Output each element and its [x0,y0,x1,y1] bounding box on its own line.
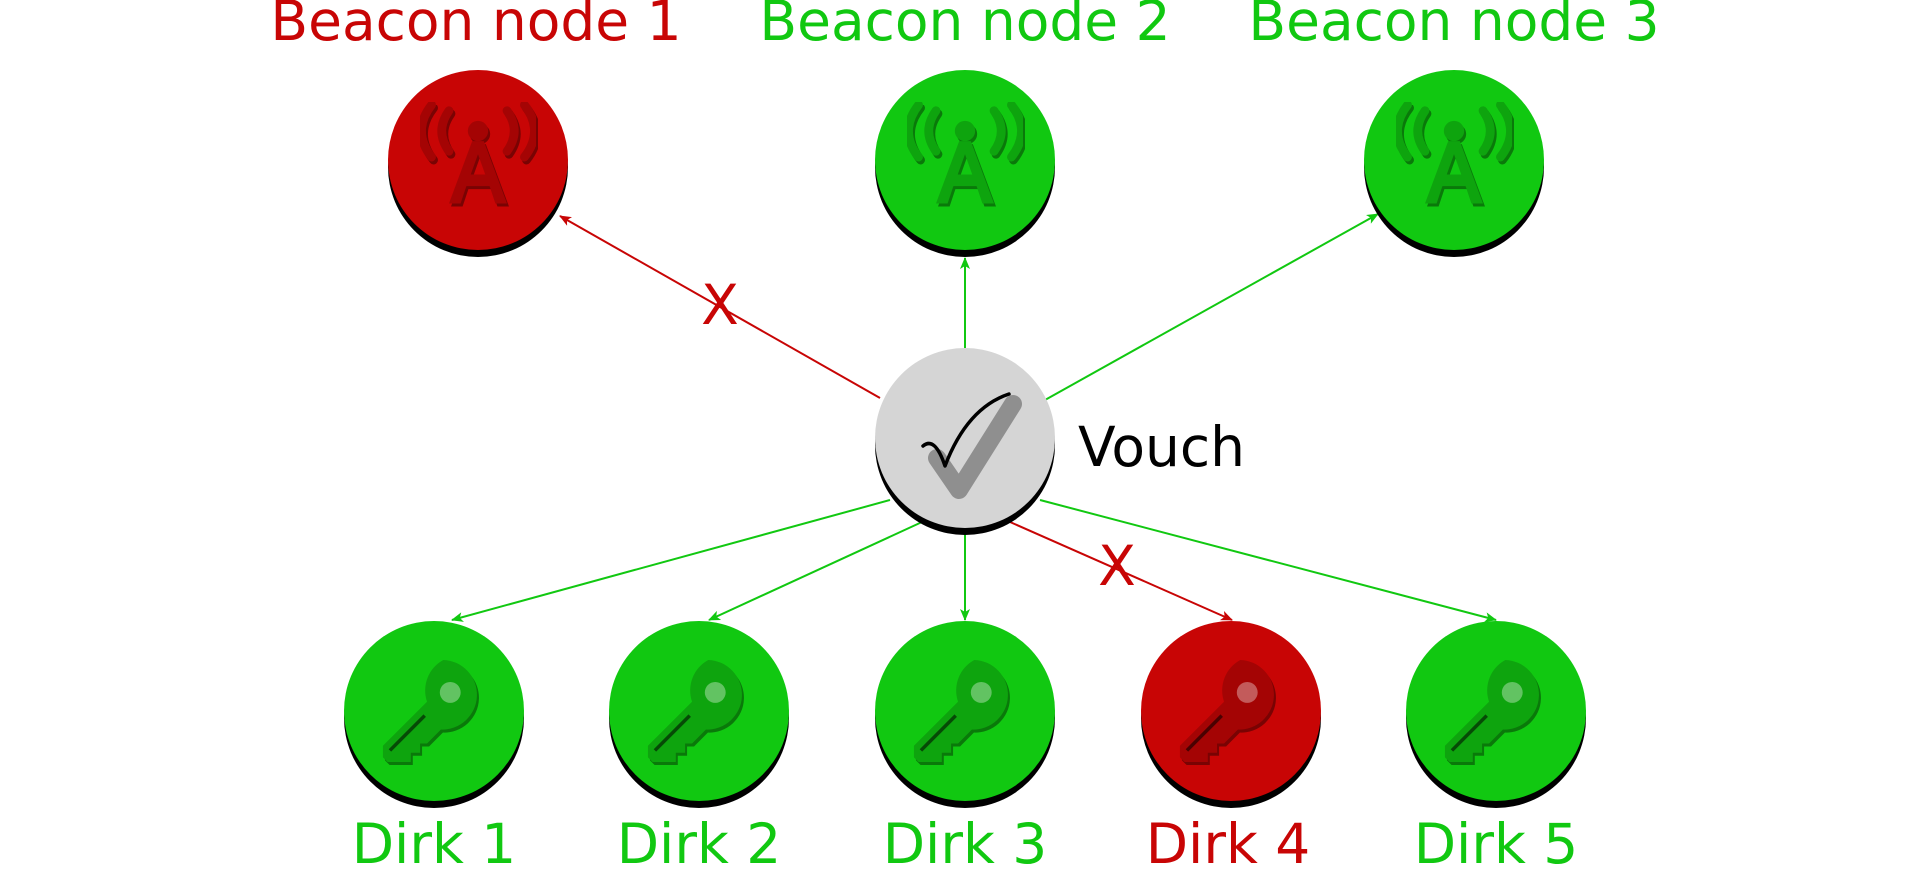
dirk-node-1-label: Dirk 1 [352,812,517,870]
edge-vouch-beacon-1 [559,215,881,399]
beacon-node-1 [388,70,568,257]
vouch-label: Vouch [1078,415,1245,479]
dirk-node-5-label: Dirk 5 [1414,812,1579,870]
edge-vouch-dirk-2 [708,521,923,621]
dirk-node-5 [1406,621,1586,808]
edge-vouch-dirk-1 [451,499,891,622]
dirk-node-2 [609,621,789,808]
vouch-node [875,348,1055,535]
edge-vouch-dirk-4 [1009,521,1233,621]
labels: X X Beacon node 1 Beacon node 2 Beacon node … [270,0,1659,870]
dirk-node-1 [344,621,524,808]
vouch-node-disc [875,348,1055,528]
dirk-node-3 [875,621,1055,808]
edge-vouch-beacon-3 [1044,213,1379,401]
dirk-node-3-label: Dirk 3 [883,812,1048,870]
beacon-node-3 [1364,70,1544,257]
beacon-node-2 [875,70,1055,257]
dirk-node-4-label: Dirk 4 [1146,812,1311,870]
failure-mark-dirk-4: X [1098,534,1136,598]
dirk-node-4 [1141,621,1321,808]
nodes [344,70,1586,808]
failure-mark-beacon-1: X [701,273,739,337]
dirk-node-2-label: Dirk 2 [617,812,782,870]
edge-vouch-dirk-5 [1039,499,1497,623]
checkmark-icon [921,392,1022,499]
beacon-node-1-label: Beacon node 1 [270,0,681,53]
beacon-node-2-label: Beacon node 2 [759,0,1170,53]
beacon-node-3-label: Beacon node 3 [1248,0,1659,53]
edges [451,213,1497,623]
